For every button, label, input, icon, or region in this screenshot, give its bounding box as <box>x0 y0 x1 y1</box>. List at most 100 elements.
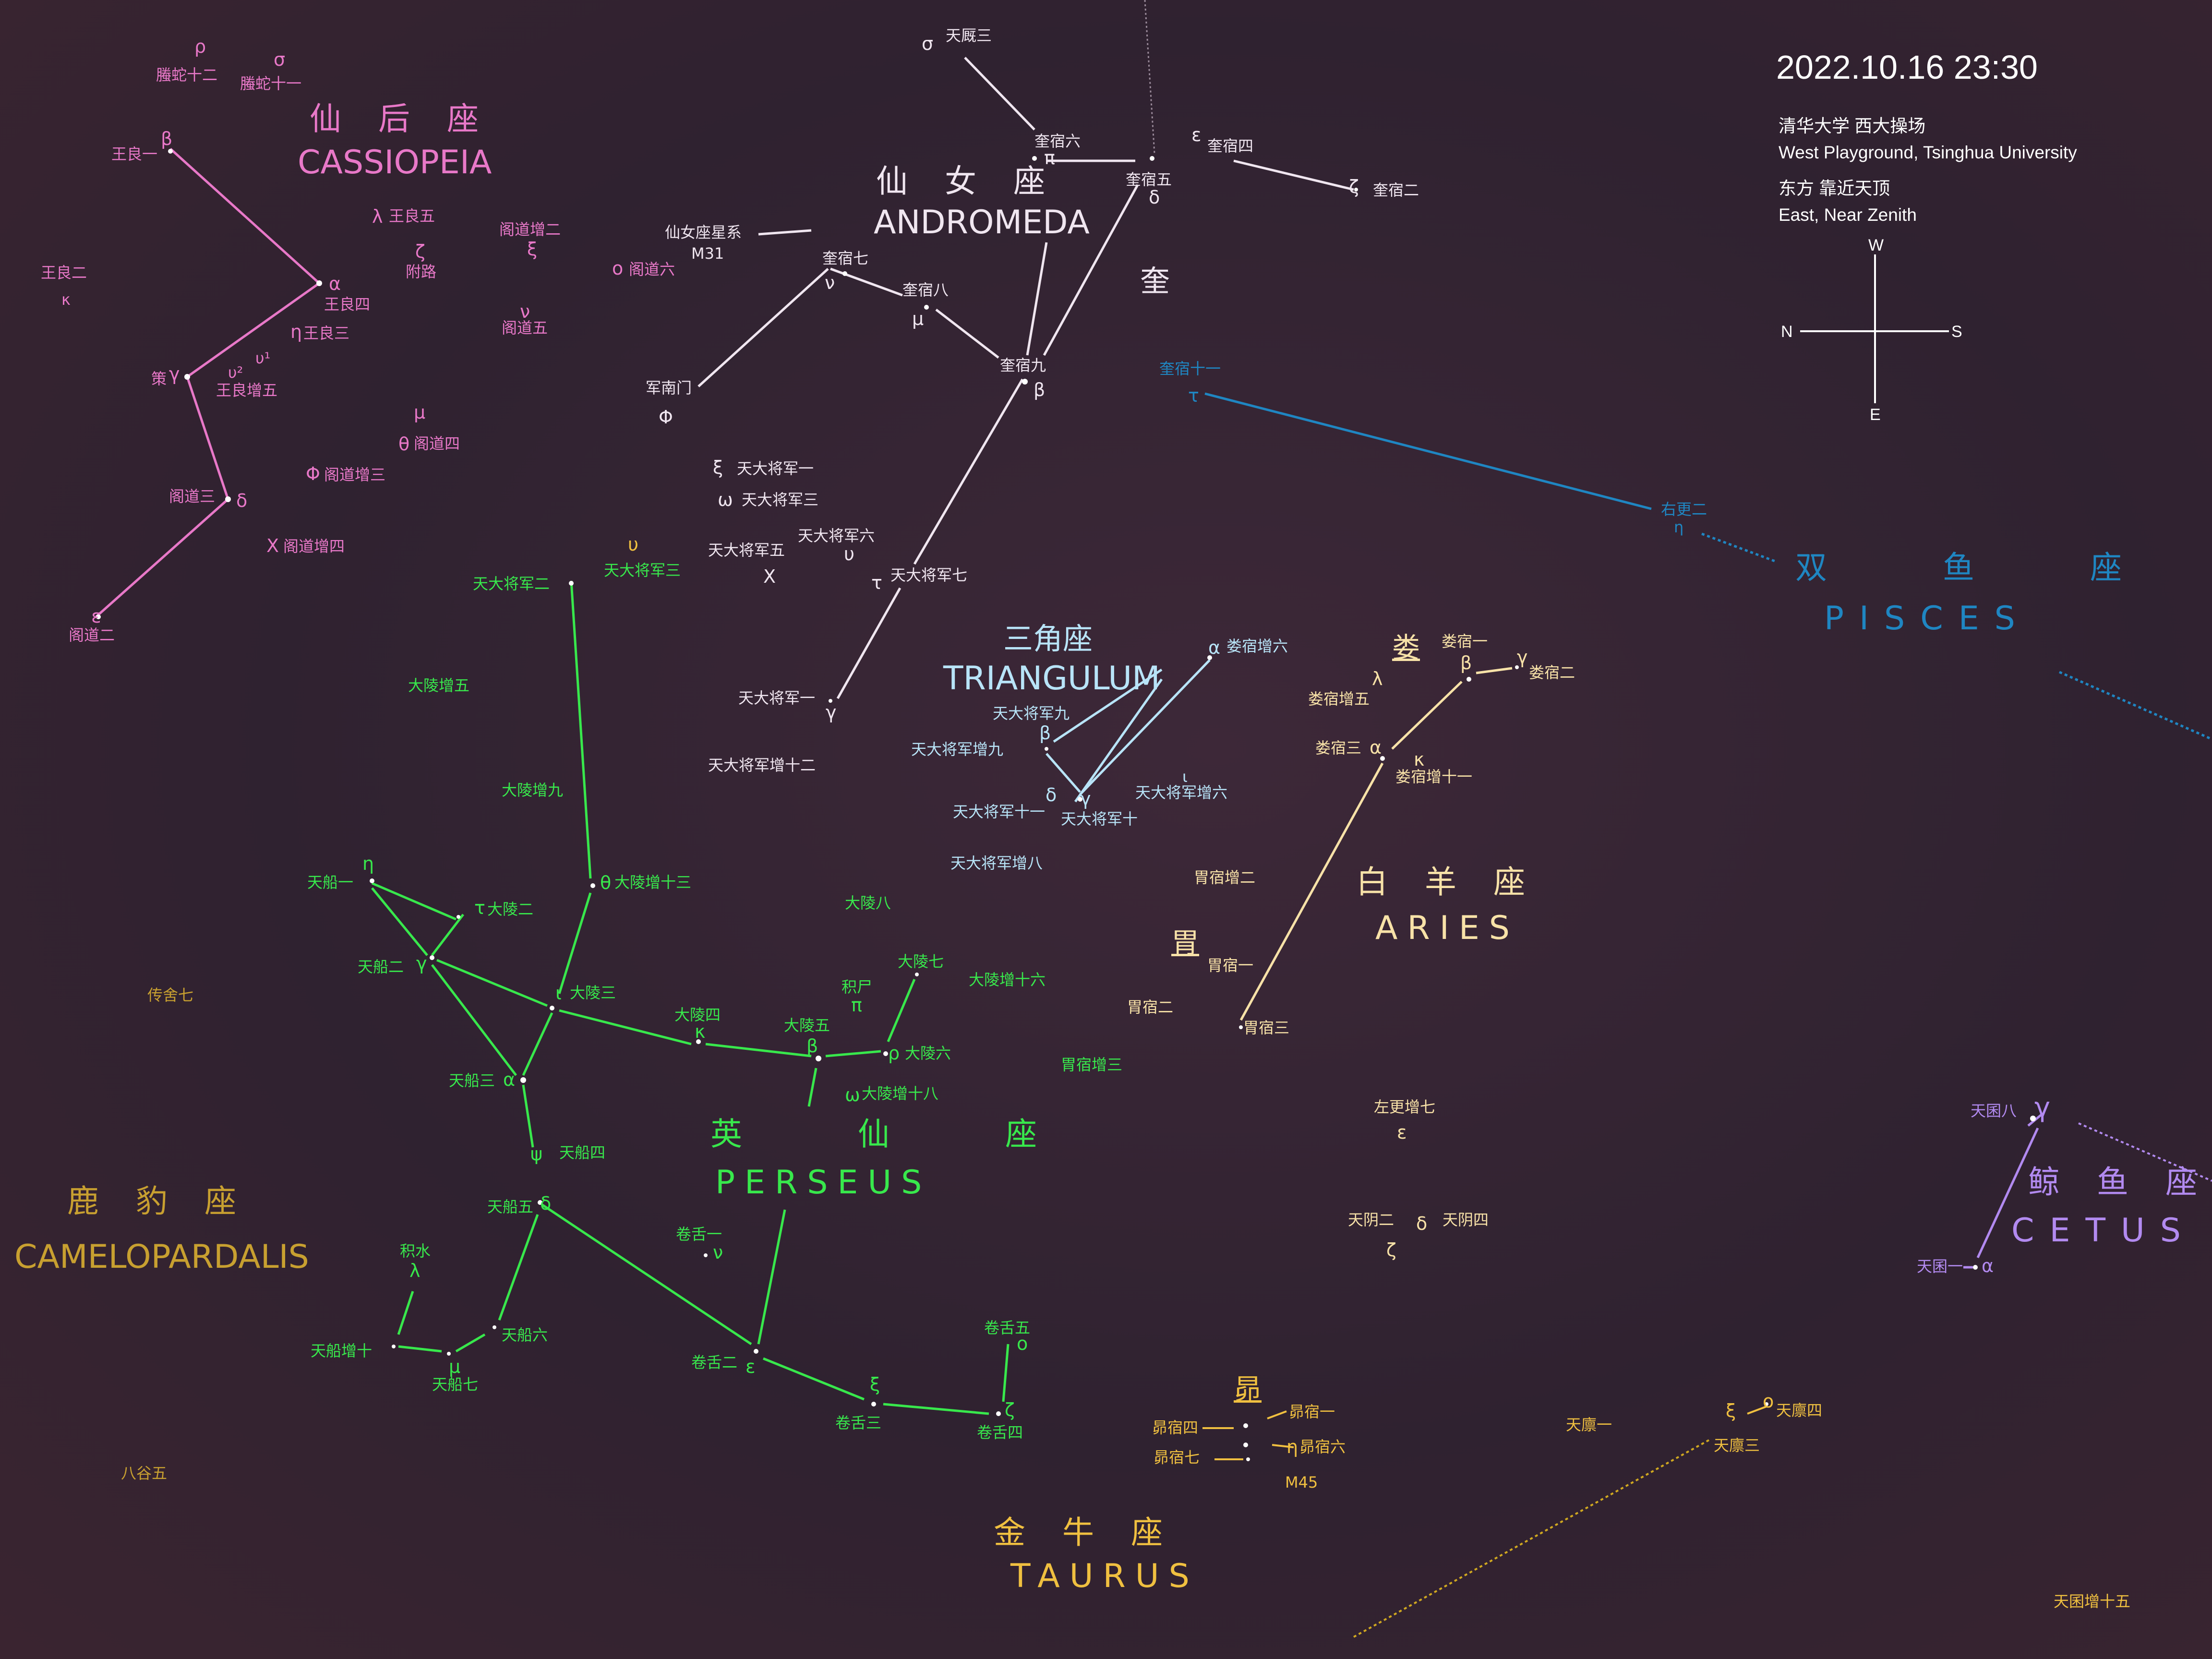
camelopardalis-cn: 鹿 豹 座 <box>67 1183 250 1220</box>
star-label: ρ <box>888 1043 900 1064</box>
star-label: 天船增十 <box>311 1342 373 1360</box>
star-label: η <box>290 321 302 342</box>
star-label: M45 <box>1285 1473 1318 1491</box>
star-label: 娄宿二 <box>1529 663 1575 682</box>
star-label: κ <box>695 1021 706 1042</box>
star-label: 胃宿增二 <box>1194 868 1256 887</box>
camelopardalis-en: CAMELOPARDALIS <box>14 1238 309 1276</box>
mansion-lou: 娄 <box>1392 631 1420 664</box>
compass-s: S <box>1951 323 1962 341</box>
star-label: η <box>1286 1436 1298 1457</box>
star-label: 奎宿二 <box>1373 181 1419 199</box>
star-label: 卷舌一 <box>676 1225 722 1243</box>
star-label: λ <box>1372 668 1383 689</box>
star-label: 大陵增十三 <box>614 873 692 891</box>
star-label: X <box>266 535 279 556</box>
star-label: β <box>806 1035 818 1057</box>
star-label: 阁道六 <box>629 260 675 278</box>
star-label: 阁道二 <box>69 626 115 644</box>
star-label: 天廪一 <box>1566 1416 1612 1434</box>
direction-cn: 东方 靠近天顶 <box>1779 179 1890 198</box>
star-label: λ <box>372 206 383 227</box>
star-label: ν <box>520 301 530 322</box>
cassiopeia-en: CASSIOPEIA <box>298 144 492 181</box>
star-label: 天大将军三 <box>604 561 681 579</box>
star-label: 螣蛇十二 <box>156 66 218 84</box>
star-label: π <box>851 995 862 1016</box>
star-label: 天大将军二 <box>473 575 550 593</box>
star-label: θ <box>398 433 410 455</box>
star-label: 左更增七 <box>1374 1098 1436 1116</box>
star-label: μ <box>912 308 924 329</box>
mansion-kui: 奎 <box>1140 264 1170 299</box>
star-label: 天大将军一 <box>738 689 816 707</box>
star-label: η <box>1674 518 1684 536</box>
star-label: υ <box>844 543 854 565</box>
star-label: β <box>1460 652 1472 673</box>
compass-n: N <box>1781 323 1793 341</box>
star-label: ε <box>91 606 101 627</box>
pisces-cn: 双 鱼 座 <box>1795 549 2175 586</box>
star-label: 奎宿六 <box>1034 132 1081 150</box>
star-label: 积尸 <box>842 978 873 996</box>
star-label: 天廪三 <box>1714 1436 1760 1455</box>
star-label: ε <box>1397 1122 1407 1143</box>
star-label: γ <box>2034 1092 2051 1123</box>
star-label: τ <box>1188 385 1199 406</box>
star-label: 大陵七 <box>898 952 944 971</box>
star-label: 天大将军十 <box>1061 810 1138 828</box>
star-label: 大陵增十八 <box>862 1084 939 1103</box>
observation-datetime: 2022.10.16 23:30 <box>1776 48 2038 86</box>
star-label: 昴宿四 <box>1152 1419 1199 1437</box>
star-label: 大陵八 <box>845 894 891 912</box>
star-label: κ <box>1414 749 1425 770</box>
star-label: 奎宿四 <box>1207 137 1254 155</box>
star-label: 天大将军九 <box>993 704 1070 722</box>
star-label: 大陵三 <box>570 984 616 1002</box>
star-label: η <box>362 853 374 874</box>
star-label: 天阴四 <box>1443 1211 1489 1229</box>
star-label: 天船四 <box>559 1143 606 1162</box>
star-label: ι <box>555 983 562 1004</box>
star-label: 大陵增五 <box>408 676 470 695</box>
star-label: 卷舌四 <box>977 1423 1023 1442</box>
aries-cn: 白 羊 座 <box>1356 864 1539 901</box>
star-label: ξ <box>713 457 723 478</box>
star-label: 天船六 <box>502 1326 548 1344</box>
star-label: 娄宿一 <box>1442 632 1488 650</box>
star-label: 大陵五 <box>784 1016 830 1034</box>
star-label: 天大将军增六 <box>1135 783 1228 802</box>
star-label: 王良五 <box>389 207 435 225</box>
star-label: κ <box>61 290 71 309</box>
star-label: γ <box>1080 788 1091 809</box>
stars <box>96 149 2036 1461</box>
star-label: 王良二 <box>41 264 87 282</box>
andromeda-en: ANDROMEDA <box>874 204 1090 241</box>
star-label: 娄宿三 <box>1315 739 1362 757</box>
star-label: 卷舌二 <box>691 1353 738 1371</box>
star-label: 天阴二 <box>1348 1211 1395 1229</box>
cassiopeia-cn: 仙 后 座 <box>310 100 492 137</box>
star-label: 大陵二 <box>487 900 534 918</box>
star-label: 王良一 <box>111 145 158 163</box>
taurus-lines <box>1202 1406 1767 1460</box>
star-label: 胃宿一 <box>1207 956 1254 974</box>
star-label: 天大将军三 <box>742 491 819 509</box>
star-label: μ <box>414 402 426 423</box>
star-label: α <box>1982 1255 1994 1276</box>
star-label: 阁道增四 <box>283 537 345 555</box>
direction-en: East, Near Zenith <box>1779 205 1917 225</box>
star-label: α <box>1208 637 1221 658</box>
triangulum-cn: 三角座 <box>1003 621 1093 656</box>
star-label: ν <box>825 272 835 293</box>
star-label: ε <box>1191 124 1202 145</box>
star-label: X <box>763 566 776 587</box>
star-label: 天船三 <box>449 1071 495 1090</box>
star-label: 天大将军七 <box>890 566 968 584</box>
star-label: 王良增五 <box>216 381 278 399</box>
star-label: ζ <box>1005 1399 1015 1420</box>
star-label: γ <box>416 953 427 974</box>
star-label: 卷舌三 <box>835 1414 882 1432</box>
star-label: θ <box>600 872 612 893</box>
star-label: 卷舌五 <box>984 1319 1031 1337</box>
